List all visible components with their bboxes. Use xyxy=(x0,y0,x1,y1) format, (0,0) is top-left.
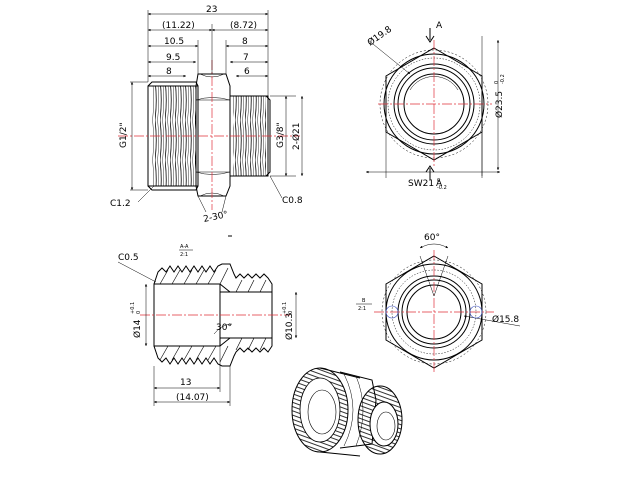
detail-circle-right xyxy=(469,305,483,319)
dim-9-5: 9.5 xyxy=(166,53,180,63)
dim-dia-19-8: Ø19.8 xyxy=(365,24,394,49)
dia-10-3-tol-upper: +0.1 xyxy=(282,302,288,314)
dim-len-14-07: (14.07) xyxy=(176,393,209,403)
dia-14-tol-lower: 0 xyxy=(136,311,142,314)
dim-7: 7 xyxy=(243,53,249,63)
dim-angle: 2-30° xyxy=(203,210,229,225)
dim-thread-right: G3/8" xyxy=(276,122,286,148)
isometric-view xyxy=(291,367,403,457)
dim-chamfer-right: C0.8 xyxy=(282,196,303,206)
dim-chamfer-left: C1.2 xyxy=(110,199,131,209)
dim-angle-60: 60° xyxy=(424,233,440,243)
dim-8-left: 8 xyxy=(166,67,172,77)
hex-body xyxy=(195,73,231,197)
section-view: A-A 2:1 xyxy=(117,244,298,406)
dim-sw21: SW21 xyxy=(408,179,434,189)
dim-len-13: 13 xyxy=(180,378,191,388)
hatching xyxy=(159,267,267,363)
sw-tol-upper: 0 xyxy=(437,178,440,184)
dim-dia-right: 2-Ø21 xyxy=(291,122,302,150)
dia-14-tol-upper: +0.1 xyxy=(130,302,136,314)
end-view-top: A A Ø19.8 Ø23.5 0 -0.2 SW21 0 -0.2 xyxy=(365,21,506,191)
dim-8-top: 8 xyxy=(242,37,248,47)
section-label-top: A-A xyxy=(180,244,189,250)
dim-8-72: (8.72) xyxy=(230,21,257,31)
dim-angle-30: 30° xyxy=(216,323,232,333)
section-a-top: A xyxy=(436,21,443,31)
detail-b-view: B 2:1 60° Ø15.8 xyxy=(356,233,521,374)
dia-10-3-tol-lower: 0 xyxy=(288,311,294,314)
dim-thread-left: G1/2" xyxy=(119,122,129,148)
tol-23-5-lower: -0.2 xyxy=(500,74,506,84)
dim-11-22: (11.22) xyxy=(162,21,195,31)
dim-6: 6 xyxy=(244,67,250,77)
dim-dia-14: Ø14 xyxy=(132,319,143,338)
section-label-bottom: 2:1 xyxy=(180,252,188,258)
detail-circle-left xyxy=(385,305,399,319)
dim-dia-15-8: Ø15.8 xyxy=(492,314,519,325)
section-a-bottom: A xyxy=(436,179,443,189)
front-view: 23 (11.22) (8.72) 10.5 8 9.5 7 8 6 G1/2"… xyxy=(110,5,304,237)
front-dimension-lines xyxy=(130,10,304,213)
detail-label-bottom: 2:1 xyxy=(358,306,366,312)
tol-23-5-upper: 0 xyxy=(494,81,500,84)
dim-dia-23-5: Ø23.5 xyxy=(494,91,505,118)
dim-c0-5: C0.5 xyxy=(118,253,139,263)
sw-tol-lower: -0.2 xyxy=(437,185,447,191)
dim-overall: 23 xyxy=(206,5,217,15)
dim-dia-10-3: Ø10.3 xyxy=(284,313,295,340)
detail-label-top: B xyxy=(362,298,366,304)
dim-10-5: 10.5 xyxy=(164,37,184,47)
